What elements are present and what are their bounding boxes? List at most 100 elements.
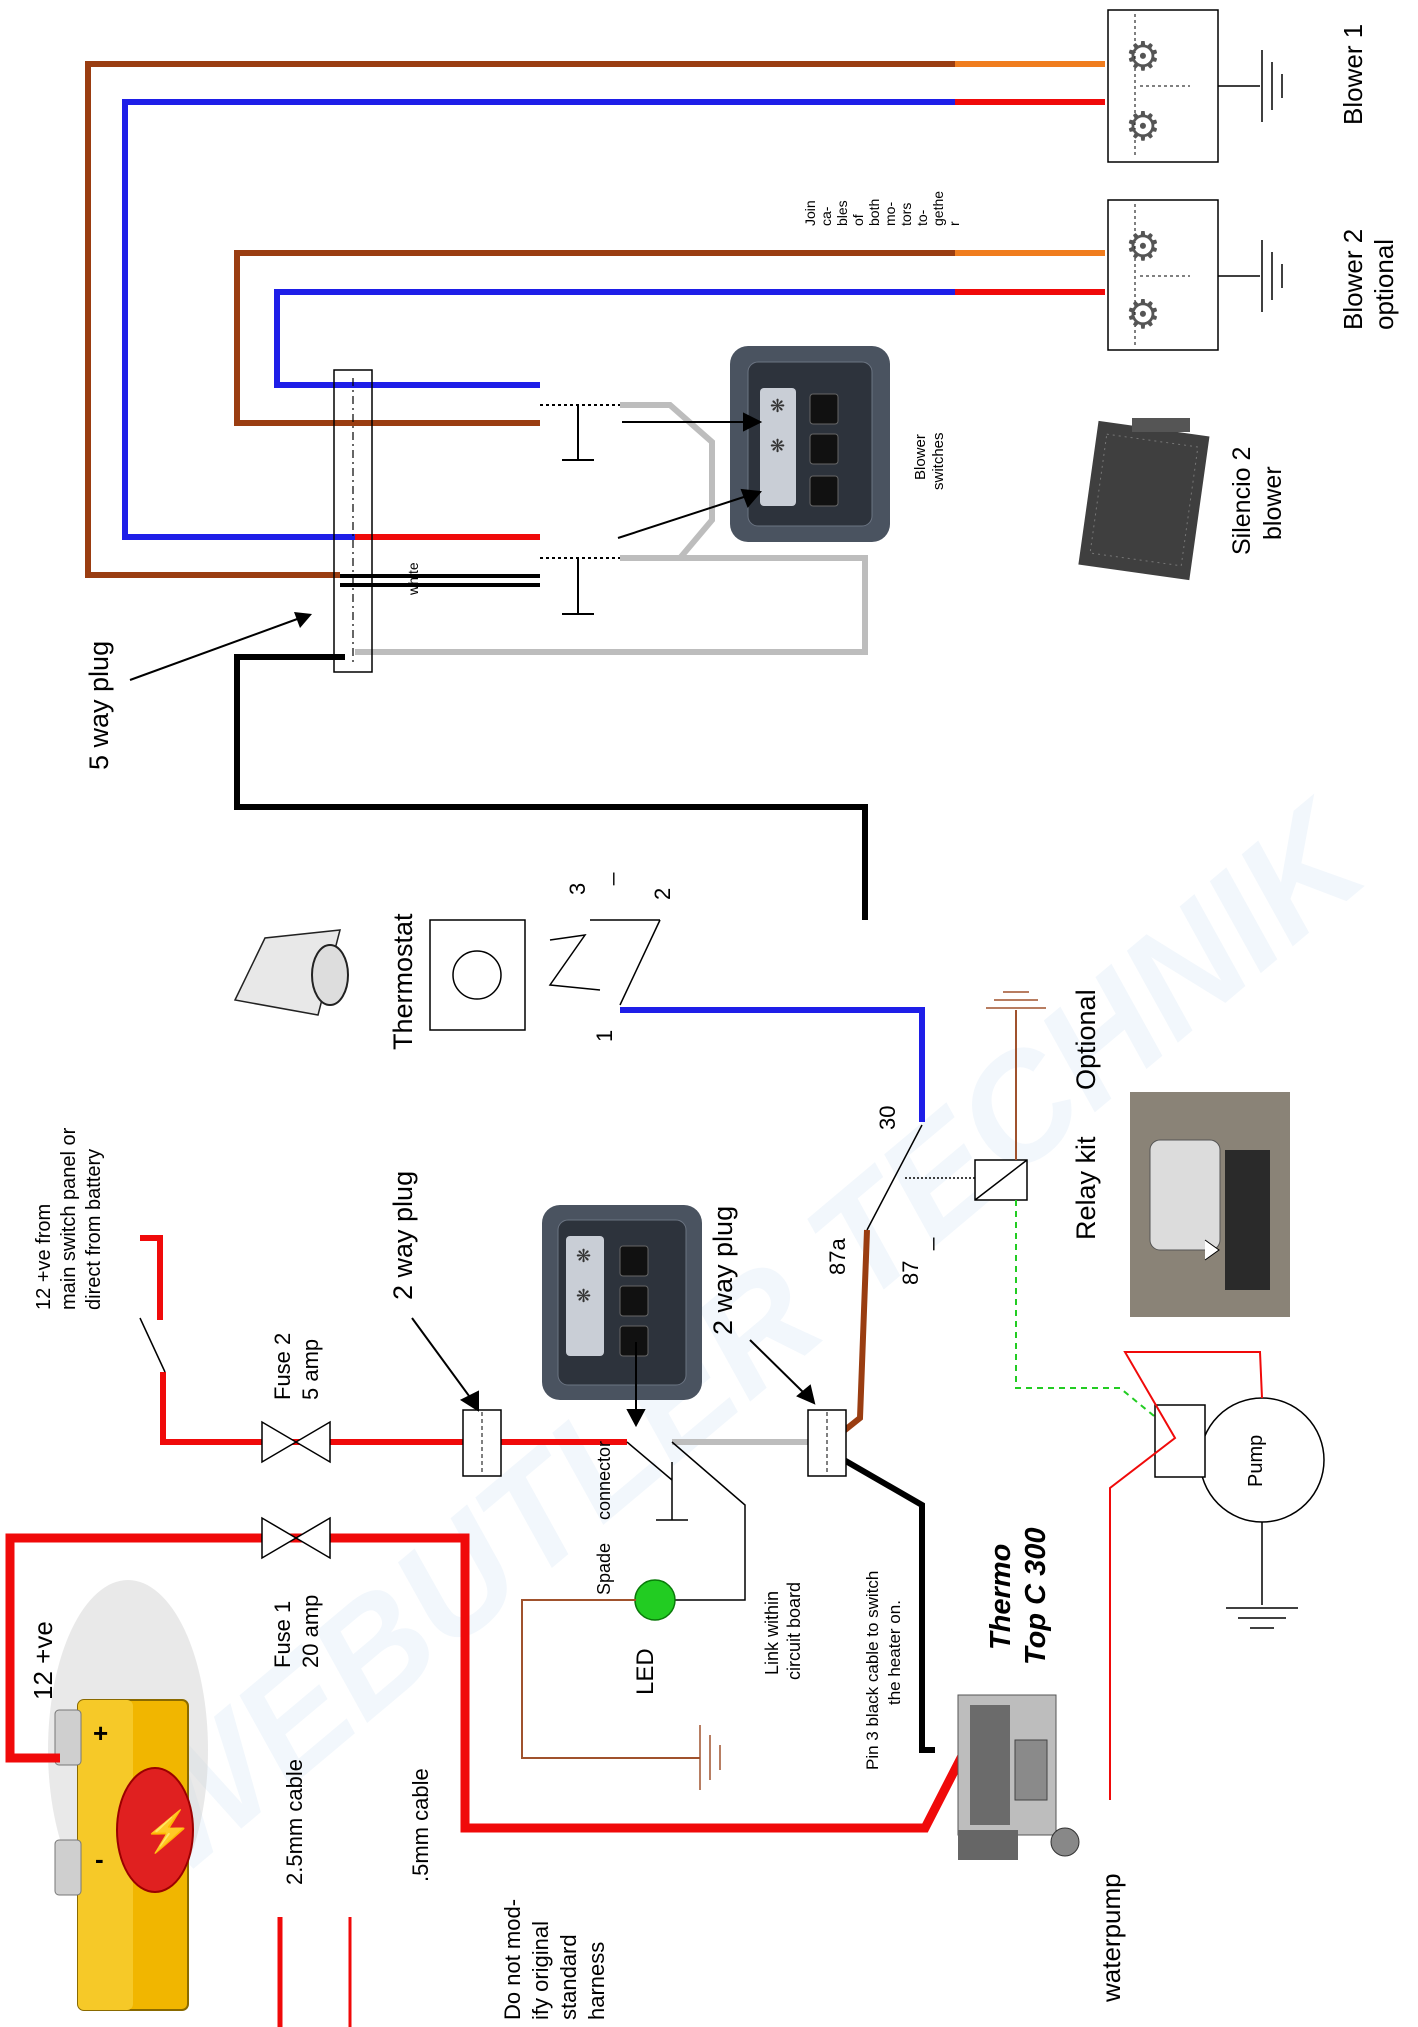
optional-label: Optional bbox=[1071, 989, 1101, 1090]
battery-icon: ⚡ + - bbox=[48, 1580, 208, 2011]
donot-note: Do not mod- ify original standard harnes… bbox=[500, 1899, 609, 2020]
battery-minus: - bbox=[95, 1844, 104, 1874]
wire-grey-switch bbox=[620, 402, 715, 560]
spade-label-a: Spade bbox=[594, 1543, 614, 1595]
thermostat-switch bbox=[548, 919, 661, 1006]
blower-switch-panel: ❋ ❋ bbox=[730, 346, 890, 542]
pump-unit: Pump bbox=[1154, 1397, 1325, 1605]
svg-text:Join: Join bbox=[802, 200, 818, 226]
svg-text:bles: bles bbox=[834, 200, 850, 226]
heater-switch-panel: ❋ ❋ bbox=[542, 1205, 702, 1400]
wire-blue-outer bbox=[122, 99, 955, 540]
thermostat-label: Thermostat bbox=[388, 913, 418, 1050]
wire-blue-inner bbox=[274, 289, 955, 388]
silencio-label-a: Silencio 2 bbox=[1228, 447, 1256, 555]
fuse-icon bbox=[261, 1420, 331, 1464]
relay-icon bbox=[974, 1159, 1028, 1201]
white-label: white bbox=[405, 562, 421, 596]
thermostat-pin3: 3 bbox=[565, 883, 590, 895]
link-label-a: Link within bbox=[762, 1591, 782, 1675]
ground-icon bbox=[1261, 240, 1283, 312]
cable-25-label: 2.5mm cable bbox=[282, 1759, 307, 1885]
svg-text:to-: to- bbox=[914, 209, 930, 226]
battery-plus: + bbox=[93, 1718, 108, 1748]
svg-text:tors: tors bbox=[898, 203, 914, 226]
svg-text:Do not mod-: Do not mod- bbox=[500, 1899, 525, 2020]
heater-label-a: Thermo bbox=[985, 1544, 1017, 1650]
pin3-note-a: Pin 3 black cable to switch bbox=[863, 1571, 882, 1770]
fuse2-label-a: Fuse 2 bbox=[270, 1333, 295, 1400]
blower-2-label-a: Blower 2 bbox=[1338, 229, 1368, 330]
fuse-icon bbox=[261, 1516, 331, 1560]
thermostat-pin3-bar: _ bbox=[590, 872, 615, 886]
relay-30-label: 30 bbox=[875, 1106, 900, 1130]
thermostat-image bbox=[233, 929, 349, 1016]
five-way-plug bbox=[333, 369, 373, 673]
battery-positive-label: 12 +ve bbox=[28, 1621, 58, 1700]
wire-brown-inner bbox=[234, 250, 955, 426]
svg-text:ca-: ca- bbox=[818, 206, 834, 226]
fan-icon: ❋ bbox=[770, 436, 785, 456]
pump-label: Pump bbox=[1245, 1435, 1267, 1487]
fan-icon: ❋ bbox=[770, 396, 785, 416]
fan-icon: ❋ bbox=[576, 1246, 591, 1266]
fuse1-label-a: Fuse 1 bbox=[270, 1601, 295, 1668]
fan-icon: ⚙ bbox=[1125, 105, 1161, 149]
fan-icon: ⚙ bbox=[1125, 35, 1161, 79]
wire-grey-plug bbox=[355, 555, 868, 655]
heater-image bbox=[957, 1694, 1080, 1860]
thermostat-pin1: 1 bbox=[592, 1030, 617, 1042]
two-way-plug-2-label: 2 way plug bbox=[708, 1206, 738, 1335]
heater-switch-arrow bbox=[626, 1342, 646, 1428]
silencio-label-b: blower bbox=[1259, 466, 1287, 540]
supply-label-c: direct from battery bbox=[83, 1149, 105, 1310]
relay-switch bbox=[866, 1124, 975, 1231]
fan-icon: ❋ bbox=[576, 1286, 591, 1306]
spade-label-b: connector bbox=[594, 1441, 614, 1520]
waterpump-label: waterpump bbox=[1096, 1873, 1126, 2003]
ground-icon bbox=[699, 1725, 721, 1790]
wire-red-pump bbox=[1109, 1351, 1263, 1800]
ground-icon bbox=[986, 991, 1046, 1009]
fan-icon: ⚙ bbox=[1125, 225, 1161, 269]
heater-label-b: Top C 300 bbox=[1020, 1527, 1052, 1665]
wire-black-heater bbox=[816, 1442, 935, 1753]
thermostat-icon bbox=[429, 919, 526, 1031]
two-way-plug-1 bbox=[462, 1409, 502, 1477]
ground-icon bbox=[1226, 1607, 1298, 1629]
wire-led-ground bbox=[521, 1599, 700, 1759]
join-note: Join ca- bles of both mo- tors to- gethe… bbox=[802, 191, 962, 226]
link-label-b: circuit board bbox=[784, 1582, 804, 1680]
supply-label-a: 12 +ve from bbox=[33, 1204, 55, 1310]
ground-icon bbox=[1261, 50, 1283, 122]
wire-green-control bbox=[1015, 1200, 1166, 1426]
relay-kit-label: Relay kit bbox=[1071, 1136, 1101, 1240]
five-way-plug-label: 5 way plug bbox=[84, 641, 114, 770]
fuse1-label-b: 20 amp bbox=[298, 1595, 323, 1668]
silencio-blower-image bbox=[1078, 418, 1210, 581]
svg-text:⚡: ⚡ bbox=[143, 1808, 193, 1855]
svg-text:ify original: ify original bbox=[528, 1921, 553, 2020]
svg-text:standard: standard bbox=[556, 1934, 581, 2020]
plug-arrows bbox=[411, 1317, 816, 1412]
blower-switch-arrows bbox=[617, 412, 763, 539]
wire-brown-outer bbox=[85, 61, 955, 578]
wire-black-main bbox=[234, 654, 868, 920]
relay-87-bar: _ bbox=[910, 1237, 935, 1251]
blower-2: ⚙ ⚙ bbox=[1107, 199, 1260, 351]
wire-red-battery-pos bbox=[5, 1538, 60, 1763]
supply-switch-gap bbox=[139, 1317, 166, 1373]
heater-switch-symbol bbox=[626, 1441, 746, 1601]
blower-2-label-b: optional bbox=[1369, 239, 1399, 330]
two-way-plug-2 bbox=[807, 1409, 847, 1477]
relay-87a-label: 87a bbox=[825, 1238, 850, 1275]
five-way-plug-arrow bbox=[129, 612, 312, 681]
wire-red-supply bbox=[140, 1235, 163, 1320]
svg-text:of: of bbox=[850, 214, 866, 226]
svg-text:harness: harness bbox=[584, 1942, 609, 2020]
supply-label-b: main switch panel or bbox=[58, 1127, 80, 1310]
cable-05-label: .5mm cable bbox=[408, 1768, 433, 1882]
blower-switches-label-a: Blower bbox=[912, 434, 929, 480]
